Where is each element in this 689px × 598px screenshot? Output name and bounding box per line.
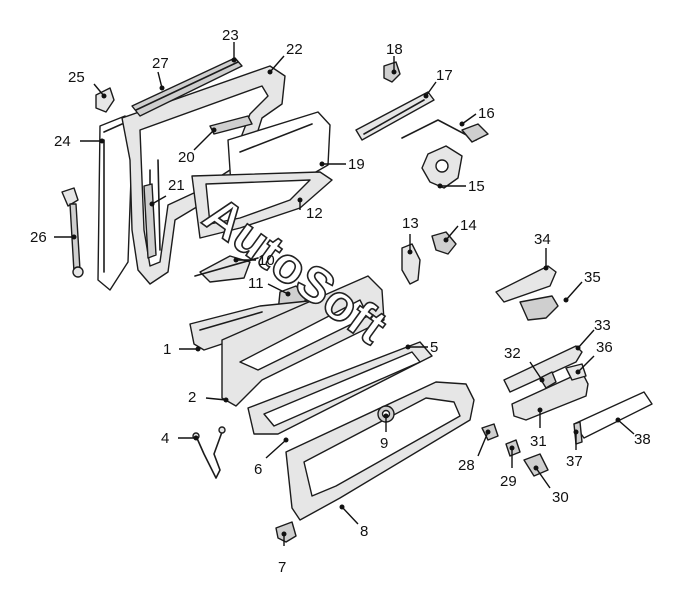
svg-text:30: 30 xyxy=(552,489,569,506)
svg-text:29: 29 xyxy=(500,473,517,490)
panel-2 xyxy=(221,275,385,407)
callout-14: 14 xyxy=(443,217,477,243)
strut-26 xyxy=(61,187,84,278)
callout-37: 37 xyxy=(566,429,583,470)
callout-1: 1 xyxy=(163,341,201,358)
lamp-34 xyxy=(495,265,557,303)
callout-23: 23 xyxy=(222,27,239,63)
callout-16: 16 xyxy=(459,105,495,127)
svg-text:5: 5 xyxy=(430,339,438,356)
lens-30 xyxy=(523,453,549,477)
callout-24: 24 xyxy=(54,133,105,150)
hinge-10 xyxy=(194,255,259,283)
svg-text:17: 17 xyxy=(436,67,453,84)
svg-text:8: 8 xyxy=(360,523,368,540)
callout-38: 38 xyxy=(615,417,651,448)
callout-32: 32 xyxy=(504,345,545,383)
frame-top-rail xyxy=(131,57,243,117)
callout-12: 12 xyxy=(297,197,323,222)
callout-17: 17 xyxy=(423,67,453,99)
callout-33: 33 xyxy=(575,317,611,351)
callout-5: 5 xyxy=(405,339,438,356)
switch-32 xyxy=(539,371,557,389)
callout-15: 15 xyxy=(437,178,485,195)
callout-11: 11 xyxy=(248,275,291,297)
callout-35: 35 xyxy=(563,269,601,303)
wiper-arm-17 xyxy=(355,91,435,141)
callout-19: 19 xyxy=(319,156,365,173)
svg-text:10: 10 xyxy=(258,252,275,269)
callout-4: 4 xyxy=(161,430,199,447)
svg-text:15: 15 xyxy=(468,178,485,195)
svg-text:18: 18 xyxy=(386,41,403,58)
wiper-motor-15 xyxy=(421,145,463,189)
svg-text:14: 14 xyxy=(460,217,477,234)
svg-text:28: 28 xyxy=(458,457,475,474)
callout-31: 31 xyxy=(530,407,547,450)
callout-26: 26 xyxy=(30,229,77,246)
svg-text:21: 21 xyxy=(168,177,185,194)
svg-text:9: 9 xyxy=(380,435,388,452)
svg-text:36: 36 xyxy=(596,339,613,356)
callout-9: 9 xyxy=(380,413,389,452)
svg-text:24: 24 xyxy=(54,133,71,150)
svg-text:34: 34 xyxy=(534,231,551,248)
wiper-blade-16 xyxy=(401,119,489,143)
svg-text:4: 4 xyxy=(161,430,169,447)
callout-7: 7 xyxy=(278,531,287,576)
callout-27: 27 xyxy=(152,55,169,91)
callout-36: 36 xyxy=(575,339,613,375)
callout-2: 2 xyxy=(188,389,229,406)
lamp-35 xyxy=(519,295,559,321)
svg-text:31: 31 xyxy=(530,433,547,450)
callouts: 1 2 4 5 6 7 8 9 xyxy=(30,27,651,576)
callout-20: 20 xyxy=(178,127,217,166)
svg-text:11: 11 xyxy=(248,275,264,292)
svg-text:16: 16 xyxy=(478,105,495,122)
svg-text:1: 1 xyxy=(163,341,171,358)
callout-13: 13 xyxy=(402,215,419,255)
lamp-33 xyxy=(503,345,583,393)
callout-34: 34 xyxy=(534,231,551,271)
svg-text:26: 26 xyxy=(30,229,47,246)
svg-text:2: 2 xyxy=(188,389,196,406)
glass-seal-12 xyxy=(191,171,333,239)
svg-text:7: 7 xyxy=(278,559,286,576)
svg-text:22: 22 xyxy=(286,41,303,58)
svg-text:38: 38 xyxy=(634,431,651,448)
svg-text:19: 19 xyxy=(348,156,365,173)
panel-6 xyxy=(247,341,433,435)
callout-10: 10 xyxy=(233,252,275,269)
callout-29: 29 xyxy=(500,445,517,490)
bumper-14 xyxy=(431,231,457,255)
svg-text:35: 35 xyxy=(584,269,601,286)
svg-text:12: 12 xyxy=(306,205,323,222)
callout-28: 28 xyxy=(458,429,491,474)
svg-text:27: 27 xyxy=(152,55,169,72)
svg-text:33: 33 xyxy=(594,317,611,334)
svg-text:37: 37 xyxy=(566,453,583,470)
svg-text:6: 6 xyxy=(254,461,262,478)
callout-8: 8 xyxy=(339,504,368,540)
callout-6: 6 xyxy=(254,437,289,478)
svg-text:20: 20 xyxy=(178,149,195,166)
tailgate-outer-8 xyxy=(285,381,475,521)
svg-text:25: 25 xyxy=(68,69,85,86)
cable-4 xyxy=(192,426,226,479)
lock-13 xyxy=(401,243,421,285)
callout-30: 30 xyxy=(533,465,569,506)
svg-text:23: 23 xyxy=(222,27,239,44)
callout-25: 25 xyxy=(68,69,107,99)
svg-text:32: 32 xyxy=(504,345,521,362)
callout-22: 22 xyxy=(267,41,303,75)
bracket-7 xyxy=(275,521,297,543)
callout-18: 18 xyxy=(386,41,403,75)
clip-25 xyxy=(95,87,115,113)
svg-text:13: 13 xyxy=(402,215,419,232)
callout-21: 21 xyxy=(149,177,185,207)
